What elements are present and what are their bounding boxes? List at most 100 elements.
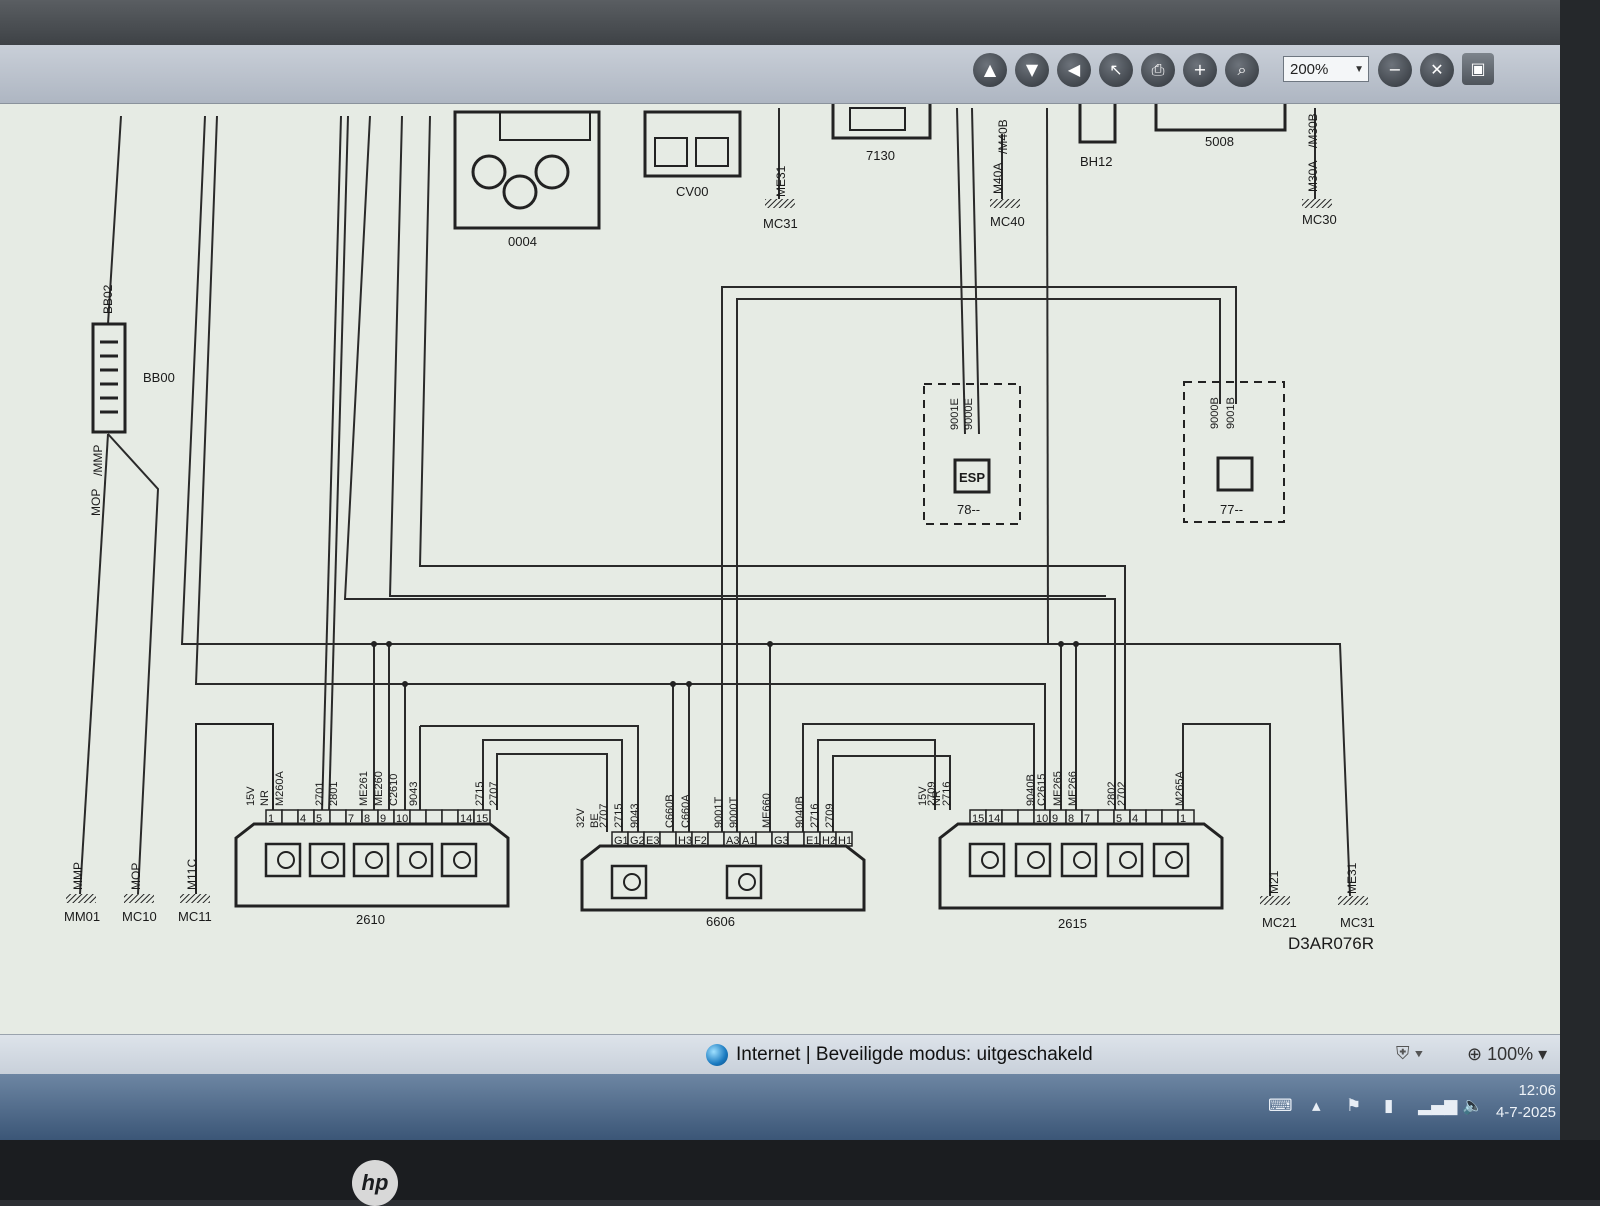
pin-cell (1161, 809, 1179, 825)
pin-label: 7 (1084, 813, 1090, 825)
wire-label: C660B (664, 794, 676, 828)
window-top-bar (0, 0, 1560, 45)
label-2615: 2615 (1058, 916, 1087, 931)
speaker-muted-icon[interactable]: 🔈 (1462, 1096, 1484, 1116)
keyboard-icon[interactable]: ⌨ (1268, 1096, 1293, 1116)
wire-label-9000b: 9000B (1209, 397, 1221, 429)
viewer-toolbar: ▲ ▼ ◀ ↖ ⎙ + ⌕ 200%▼ − ✕ ▣ (0, 45, 1560, 104)
wire-label: C2615 (1036, 774, 1048, 806)
print-icon[interactable]: ⎙ (1141, 53, 1175, 87)
connector-voltage-label: NR (931, 790, 943, 806)
component-7130: 7130 (831, 104, 932, 163)
wire-label: 2702 (1116, 782, 1128, 806)
plus-icon[interactable]: + (1183, 53, 1217, 87)
label-cv00: CV00 (676, 184, 709, 199)
lamp-bulb-icon (981, 851, 999, 869)
wire-label: C660A (680, 794, 692, 828)
zoom-select[interactable]: 200%▼ (1283, 56, 1369, 82)
status-zoom-value: 100% (1487, 1044, 1534, 1064)
lamp-icon (1014, 842, 1052, 878)
wire-label-mop: MOP (89, 489, 103, 516)
label-6606: 6606 (706, 914, 735, 929)
pin-label: 10 (396, 813, 408, 825)
show-hidden-icons-icon[interactable]: ▴ (1312, 1096, 1321, 1116)
lamp-bulb-icon (1027, 851, 1045, 869)
label-bh12: BH12 (1080, 154, 1113, 169)
status-bar: Internet | Beveiligde modus: uitgeschake… (0, 1034, 1560, 1075)
wire-label: M260A (274, 770, 286, 806)
hp-logo: hp (352, 1160, 398, 1206)
window-icon[interactable]: ▣ (1462, 53, 1494, 85)
chevron-down-icon: ▼ (1354, 64, 1364, 75)
status-zoom[interactable]: ⊕ 100% ▾ (1467, 1044, 1548, 1064)
component-bb00: BB02 BB00 MOP /MMP (89, 284, 175, 516)
wire-label-mop-ground: MOP (129, 863, 143, 890)
pin-cell (787, 831, 805, 847)
wire-label-9001e: 9001E (949, 398, 961, 430)
pin-label: G2 (630, 835, 645, 847)
wire-label: 9043 (408, 782, 420, 806)
page-left-icon[interactable]: ◀ (1057, 53, 1091, 87)
lamp-bulb-icon (1165, 851, 1183, 869)
fit-window-icon[interactable]: ✕ (1420, 53, 1454, 87)
page-up-icon[interactable]: ▲ (973, 53, 1007, 87)
pin-label: 5 (316, 813, 322, 825)
wire-label: ME266 (1067, 771, 1079, 806)
pin-label: A3 (726, 835, 739, 847)
signal-icon[interactable]: ▂▄▆ (1418, 1096, 1458, 1116)
minus-icon[interactable]: − (1378, 53, 1412, 87)
label-7130: 7130 (866, 148, 895, 163)
ground-mc21: M21 MC21 (1260, 870, 1297, 930)
pin-cell (281, 809, 299, 825)
ground-mc31: ME31 MC31 (1338, 862, 1375, 930)
wiring-diagram: 0004 CV00 ME31 MC31 7130 M40A /M4 (0, 104, 1560, 1034)
lamp-icon (352, 842, 390, 878)
wire-label-mmp: /MMP (91, 445, 105, 476)
ground-mc40: M40A /M40B MC40 (990, 119, 1025, 229)
clock-time[interactable]: 12:06 (1518, 1082, 1556, 1099)
label-esp: ESP (959, 470, 985, 485)
pin-cell (659, 831, 677, 847)
label-mm01: MM01 (64, 909, 100, 924)
label-mc30: MC30 (1302, 212, 1337, 227)
pin-cell (1097, 809, 1115, 825)
pin-label: 7 (348, 813, 354, 825)
wire-label: 9001T (713, 797, 725, 828)
lamp-icon (1106, 842, 1144, 878)
wire-label-9001b: 9001B (1225, 397, 1237, 429)
protected-mode-icon[interactable]: ⛨ ▾ (1396, 1043, 1424, 1063)
pin-label: 8 (1068, 813, 1074, 825)
page-down-icon[interactable]: ▼ (1015, 53, 1049, 87)
lamp-icon (264, 842, 302, 878)
action-center-flag-icon[interactable]: ⚑ (1346, 1096, 1362, 1116)
wire-label: 2716 (941, 782, 953, 806)
wire-label-me31-top: ME31 (774, 165, 788, 197)
monitor-bezel-right (1560, 0, 1600, 1140)
lamp-bulb-icon (1119, 851, 1137, 869)
pin-label: 15 (972, 813, 984, 825)
battery-icon[interactable]: ▮ (1384, 1096, 1394, 1116)
lamp-bulb-icon (1073, 851, 1091, 869)
clock-date[interactable]: 4-7-2025 (1495, 1104, 1556, 1121)
pin-label: G1 (614, 835, 629, 847)
component-78: ESP 9001E 9000E 78-- (923, 383, 1021, 525)
zoom-icon[interactable]: ⌕ (1225, 53, 1259, 87)
pointer-icon[interactable]: ↖ (1099, 53, 1133, 87)
pin-label: E3 (646, 835, 659, 847)
pin-label: 5 (1116, 813, 1122, 825)
monitor-bezel-bottom (0, 1140, 1600, 1200)
pin-label: 9 (1052, 813, 1058, 825)
pin-label: H3 (678, 835, 692, 847)
lamp-icon (1152, 842, 1190, 878)
junction-dots (371, 641, 1079, 687)
lamp-bulb-icon (453, 851, 471, 869)
lamp-bulb-icon (623, 873, 641, 891)
diagram-reference: D3AR076R (1288, 934, 1374, 953)
connector-body (580, 844, 866, 912)
pin-label: 4 (300, 813, 306, 825)
pin-label: 4 (1132, 813, 1138, 825)
wire-label: 9043 (629, 804, 641, 828)
pin-label: 10 (1036, 813, 1048, 825)
connector-voltage-label: NR (259, 790, 271, 806)
